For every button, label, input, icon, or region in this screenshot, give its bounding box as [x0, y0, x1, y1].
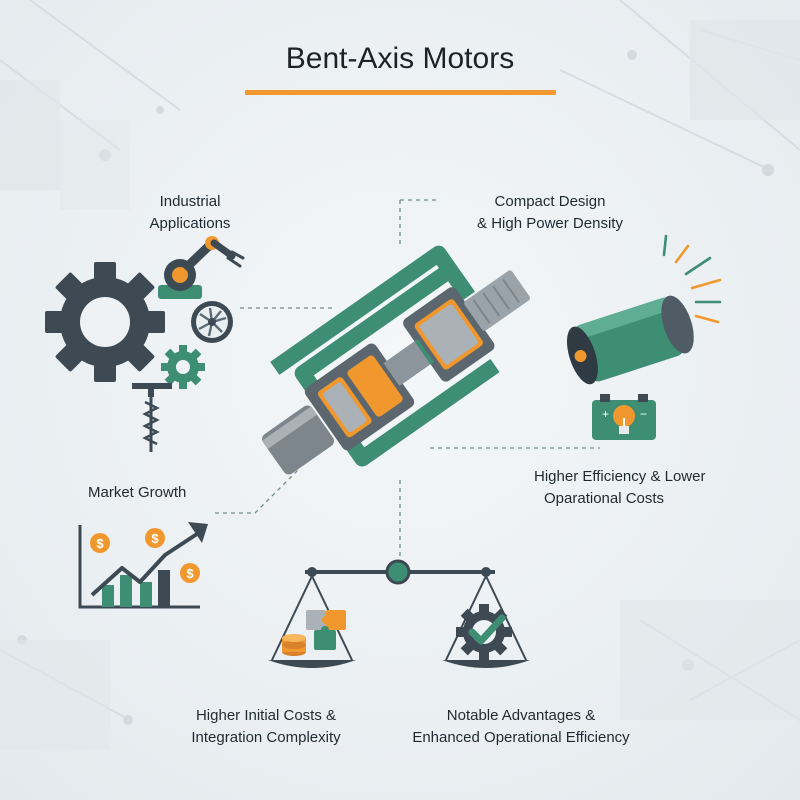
- label-costs-line-2: Integration Complexity: [191, 729, 341, 746]
- gear-icon: [45, 262, 165, 382]
- bent-axis-motor-illustration: [262, 245, 531, 475]
- gear-check-icon: [456, 604, 512, 660]
- label-compact-line-1: Compact Design: [494, 193, 606, 210]
- dollar-coin-icon-1: $: [90, 533, 110, 553]
- label-advantages-line-2: Enhanced Operational Efficiency: [412, 729, 630, 746]
- battery-minus-sign: −: [640, 407, 647, 421]
- robot-arm-icon: [158, 236, 245, 299]
- label-compact-line-2: & High Power Density: [477, 215, 623, 232]
- label-higher-efficiency: Higher Efficiency & Lower Oparational Co…: [534, 466, 734, 510]
- page-title: Bent-Axis Motors: [285, 42, 515, 75]
- label-market-growth: Market Growth: [88, 484, 187, 501]
- label-costs-line-1: Higher Initial Costs &: [195, 707, 337, 724]
- power-rays-icon: [662, 234, 722, 324]
- dollar-sign: $: [186, 566, 194, 581]
- market-growth-chart-icon: [78, 522, 208, 609]
- label-compact-design: Compact Design & High Power Density: [450, 191, 650, 235]
- label-notable-advantages: Notable Advantages & Enhanced Operationa…: [396, 705, 646, 749]
- puzzle-pieces-icon: [306, 610, 346, 650]
- dollar-coin-icon-3: $: [180, 563, 200, 583]
- coin-stack-icon: [282, 634, 306, 656]
- label-industrial-line-2: Applications: [149, 215, 231, 232]
- drill-icon: [132, 383, 172, 452]
- label-advantages-line-1: Notable Advantages &: [446, 707, 596, 724]
- dollar-coin-icon-2: $: [145, 528, 165, 548]
- label-efficiency-line-1: Higher Efficiency & Lower: [534, 468, 706, 485]
- label-efficiency-line-2: Oparational Costs: [544, 490, 665, 507]
- dollar-sign: $: [96, 536, 104, 551]
- label-industrial-line-1: Industrial: [159, 193, 221, 210]
- compact-motor-icon: [566, 295, 694, 385]
- label-higher-initial-costs: Higher Initial Costs & Integration Compl…: [166, 705, 366, 749]
- connector-lines: [215, 199, 600, 560]
- turbine-fan-icon: [191, 301, 233, 343]
- battery-bulb-icon: + −: [592, 394, 656, 440]
- dollar-sign: $: [151, 531, 159, 546]
- connector-market: [215, 467, 301, 514]
- small-gear-icon: [161, 345, 205, 389]
- battery-plus-sign: +: [602, 407, 609, 421]
- label-industrial-applications: Industrial Applications: [110, 191, 270, 235]
- title-underline: [245, 90, 556, 95]
